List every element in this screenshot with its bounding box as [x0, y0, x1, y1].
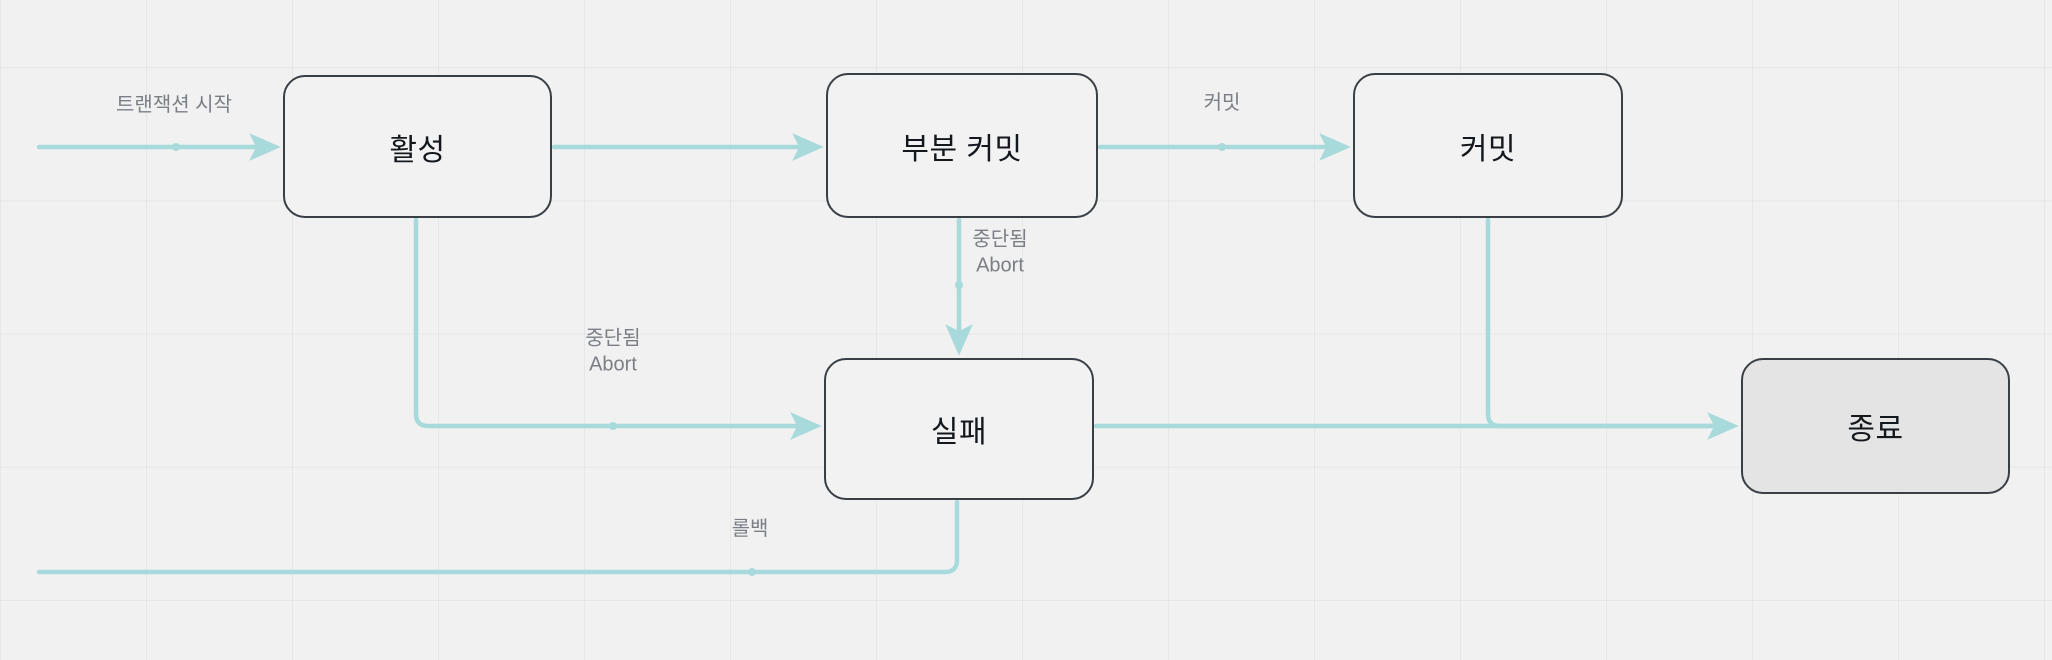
node-committed-label: 커밋 [1459, 132, 1517, 166]
node-partially-committed[interactable]: 부분 커밋 [826, 73, 1098, 218]
edge-active-to-failed [413, 217, 822, 440]
node-active-label: 활성 [389, 133, 446, 167]
edge-waypoint-dot [955, 281, 963, 289]
node-committed[interactable]: 커밋 [1353, 73, 1623, 218]
edge-waypoint-dot [1218, 143, 1226, 151]
edge-waypoint-dot [609, 422, 617, 430]
edge-waypoint-dot [748, 568, 756, 576]
node-failed-label: 실패 [930, 416, 988, 449]
edge-failed-rollback [36, 499, 960, 575]
edge-committed-to-terminated [1485, 217, 1736, 429]
node-partially-committed-label: 부분 커밋 [901, 132, 1023, 166]
node-terminated[interactable]: 종료 [1741, 358, 2010, 494]
edge-waypoint-dot [172, 143, 180, 151]
node-active[interactable]: 활성 [283, 75, 552, 218]
node-terminated-label: 종료 [1847, 413, 1904, 446]
node-failed[interactable]: 실패 [824, 358, 1094, 500]
